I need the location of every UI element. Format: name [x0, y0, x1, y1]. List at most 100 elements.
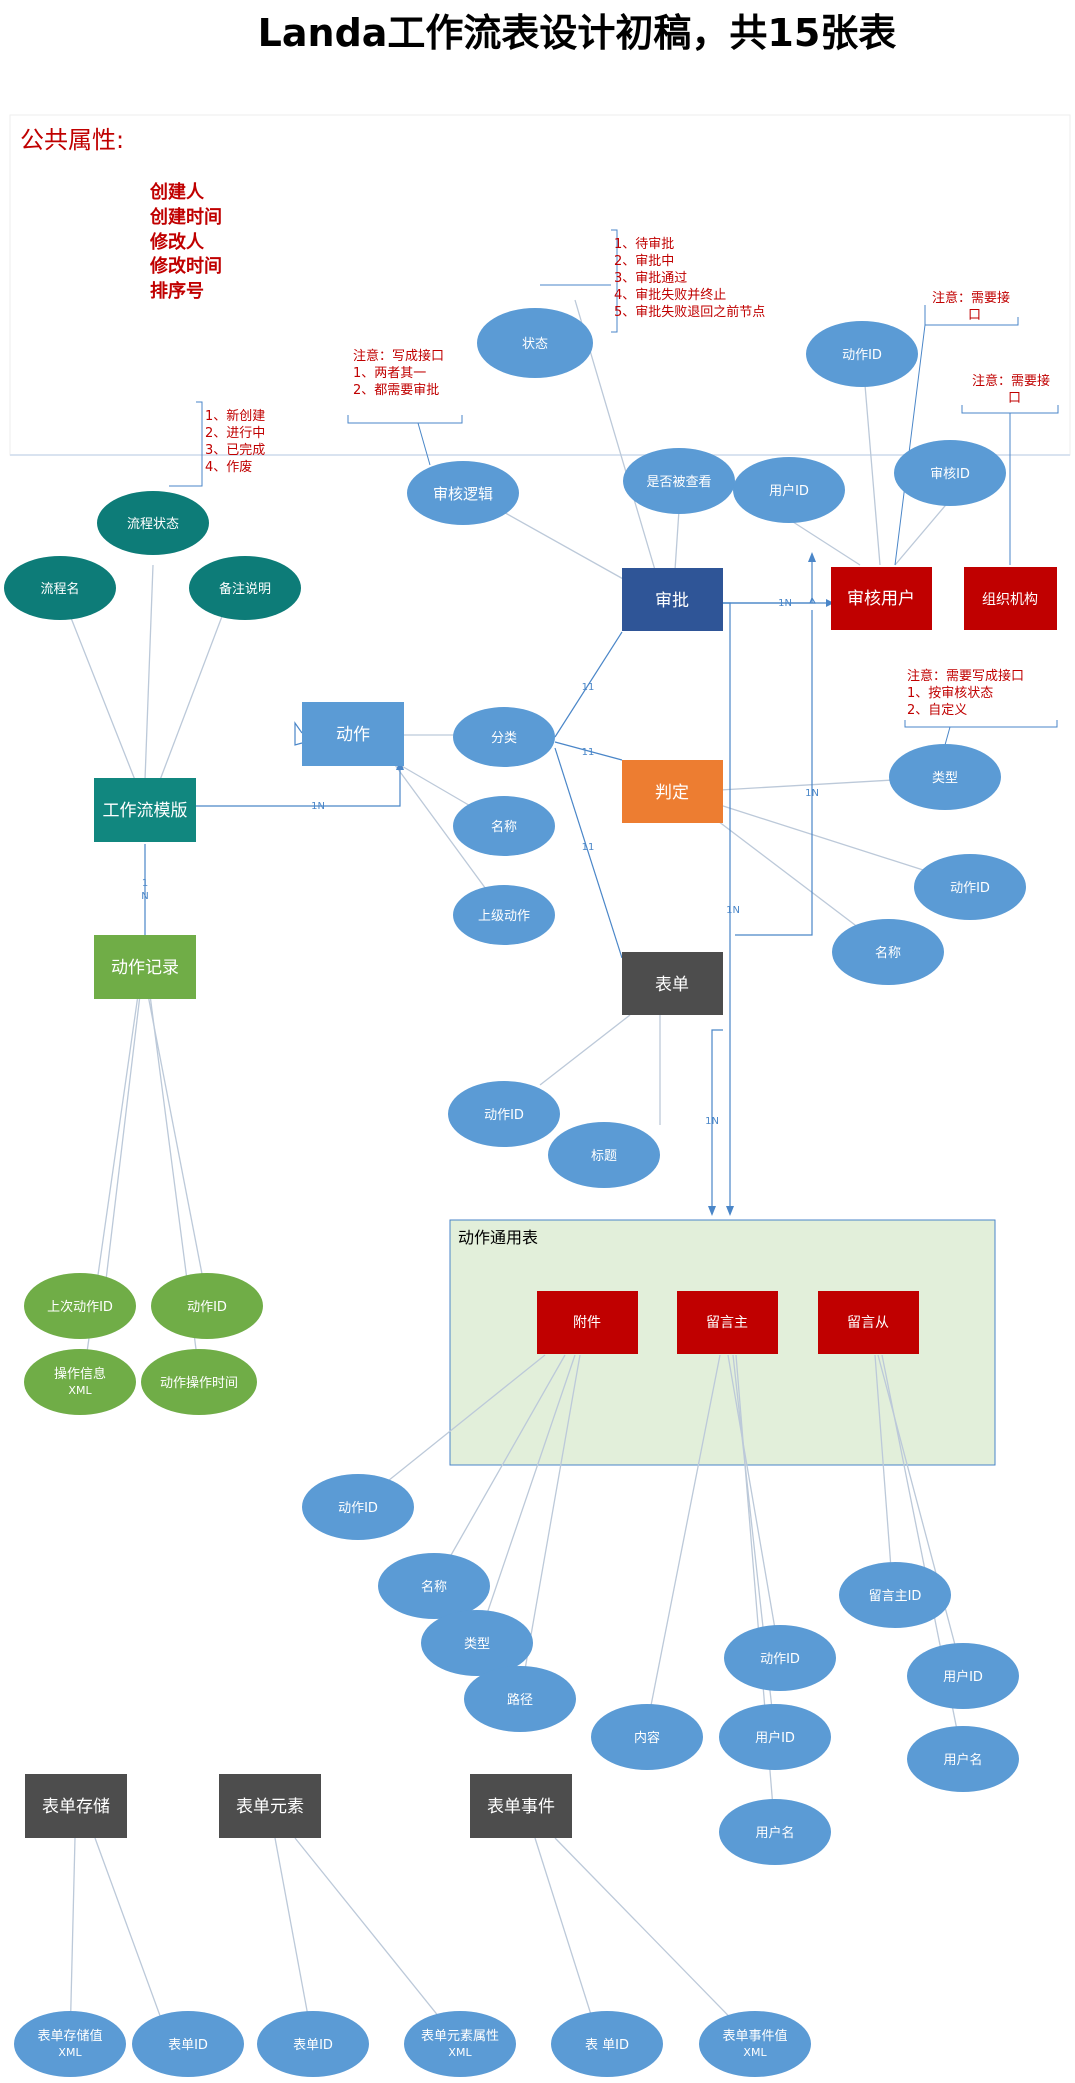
wf-name-label: 流程名: [40, 581, 79, 597]
cs-main-attr[interactable]: [839, 1562, 951, 1628]
jd-type-attr[interactable]: [889, 744, 1001, 810]
act-category-attr[interactable]: [453, 707, 555, 767]
fm-title-attr[interactable]: [548, 1122, 660, 1188]
rec-action-attr[interactable]: [151, 1273, 263, 1339]
fm-action-attr[interactable]: [448, 1081, 560, 1147]
fe-form-attr[interactable]: [257, 2011, 369, 2077]
app-logic-attr[interactable]: [407, 461, 519, 525]
fs-form-label: 表单ID: [168, 2038, 208, 2053]
common-item: 创建时间: [149, 206, 222, 228]
action-entity[interactable]: [302, 702, 404, 766]
rel-label: 11: [582, 747, 595, 758]
rel-label: N: [141, 891, 148, 902]
relation-connectors: [144, 552, 834, 1216]
act-name-attr[interactable]: [453, 796, 555, 856]
cm-content-label: 内容: [634, 1730, 660, 1746]
rel-label: 1N: [805, 788, 819, 799]
app-logic-note: 1、两者其一: [353, 366, 426, 381]
judge-entity[interactable]: [622, 760, 723, 823]
form-element-entity[interactable]: [219, 1774, 321, 1838]
cs-user-label: 用户ID: [943, 1669, 983, 1685]
cs-username-attr[interactable]: [907, 1726, 1019, 1792]
rec-action-label: 动作ID: [187, 1300, 227, 1315]
cm-action-attr[interactable]: [724, 1625, 836, 1691]
act-parent-label: 上级动作: [478, 909, 530, 924]
app-status-note: 5、审批失败退回之前节点: [614, 304, 765, 320]
approval-label: 审批: [655, 591, 689, 611]
au-action-label: 动作ID: [842, 348, 882, 363]
at-path-attr[interactable]: [464, 1666, 576, 1732]
jd-name-attr[interactable]: [832, 919, 944, 985]
fe-attr-sub: XML: [448, 2046, 472, 2059]
comment-main-entity[interactable]: [677, 1291, 778, 1354]
act-parent-attr[interactable]: [453, 885, 555, 945]
action-record-entity[interactable]: [94, 935, 196, 999]
org-note: 口: [1008, 391, 1021, 406]
form-event-entity[interactable]: [470, 1774, 572, 1838]
comment-sub-entity[interactable]: [818, 1291, 919, 1354]
judge-label: 判定: [655, 783, 689, 803]
fm-title-label: 标题: [591, 1149, 617, 1164]
form-storage-entity[interactable]: [25, 1774, 127, 1838]
fv-value-attr[interactable]: [699, 2011, 811, 2077]
fs-form-attr[interactable]: [132, 2011, 244, 2077]
au-user-label: 用户ID: [769, 483, 809, 499]
cs-main-label: 留言主ID: [869, 1589, 922, 1604]
action-common-group-title: 动作通用表: [458, 1228, 538, 1247]
at-action-attr[interactable]: [302, 1474, 414, 1540]
rec-prev-action-attr[interactable]: [24, 1273, 136, 1339]
wf-status-attr[interactable]: [97, 491, 209, 555]
common-attributes-heading: 公共属性:: [20, 126, 124, 154]
wf-remark-attr[interactable]: [189, 556, 301, 620]
rel-label: 11: [582, 682, 595, 693]
at-path-label: 路径: [507, 1692, 533, 1708]
app-viewed-attr[interactable]: [623, 448, 735, 514]
cs-user-attr[interactable]: [907, 1643, 1019, 1709]
attributes: 流程名 流程状态 备注说明 分类 名称 上级动作 上次动作ID 动作ID 操作信…: [4, 308, 1026, 2077]
fv-form-attr[interactable]: [551, 2011, 663, 2077]
au-user-attr[interactable]: [733, 457, 845, 523]
jd-name-label: 名称: [875, 945, 901, 961]
wf-status-note: 3、已完成: [205, 443, 265, 458]
jd-note: 2、自定义: [907, 703, 967, 718]
fs-value-attr[interactable]: [14, 2011, 126, 2077]
cm-content-attr[interactable]: [591, 1704, 703, 1770]
comment-main-label: 留言主: [706, 1315, 748, 1331]
wf-remark-label: 备注说明: [219, 581, 271, 597]
cm-user-attr[interactable]: [719, 1704, 831, 1770]
common-item: 排序号: [150, 280, 204, 302]
at-type-attr[interactable]: [421, 1610, 533, 1676]
workflow-template-label: 工作流模版: [103, 801, 188, 821]
jd-action-attr[interactable]: [914, 854, 1026, 920]
action-record-label: 动作记录: [111, 958, 179, 978]
app-status-attr[interactable]: [477, 308, 593, 378]
rel-label: 1N: [778, 598, 792, 609]
app-status-note: 4、审批失败并终止: [614, 287, 726, 303]
entities: 工作流模版 动作 动作记录 审批 判定 表单 审核用户 组织机构 附件 留言主 …: [25, 567, 1057, 1838]
workflow-template-entity[interactable]: [94, 778, 196, 842]
common-item: 创建人: [149, 181, 205, 203]
au-audit-attr[interactable]: [894, 440, 1006, 506]
rec-info-sub: XML: [68, 1384, 92, 1397]
audit-user-entity[interactable]: [831, 567, 932, 630]
au-action-attr[interactable]: [806, 321, 918, 387]
wf-status-note: 4、作废: [205, 459, 252, 475]
rec-time-attr[interactable]: [141, 1349, 257, 1415]
form-entity[interactable]: [622, 952, 723, 1015]
cm-username-attr[interactable]: [719, 1799, 831, 1865]
fv-value-sub: XML: [743, 2046, 767, 2059]
approval-entity[interactable]: [622, 568, 723, 631]
fe-attr-attr[interactable]: [404, 2011, 516, 2077]
app-logic-note: 注意：写成接口: [353, 348, 444, 364]
app-status-note: 3、审批通过: [614, 271, 687, 286]
at-type-label: 类型: [464, 1637, 490, 1652]
diagram-title: Landa工作流表设计初稿，共15张表: [258, 11, 897, 55]
au-note: 口: [968, 308, 981, 323]
wf-name-attr[interactable]: [4, 556, 116, 620]
organization-entity[interactable]: [964, 567, 1057, 630]
at-name-attr[interactable]: [378, 1553, 490, 1619]
attachment-entity[interactable]: [537, 1291, 638, 1354]
common-item: 修改时间: [149, 255, 222, 277]
rec-info-attr[interactable]: [24, 1349, 136, 1415]
org-note: 注意：需要接: [972, 373, 1050, 389]
